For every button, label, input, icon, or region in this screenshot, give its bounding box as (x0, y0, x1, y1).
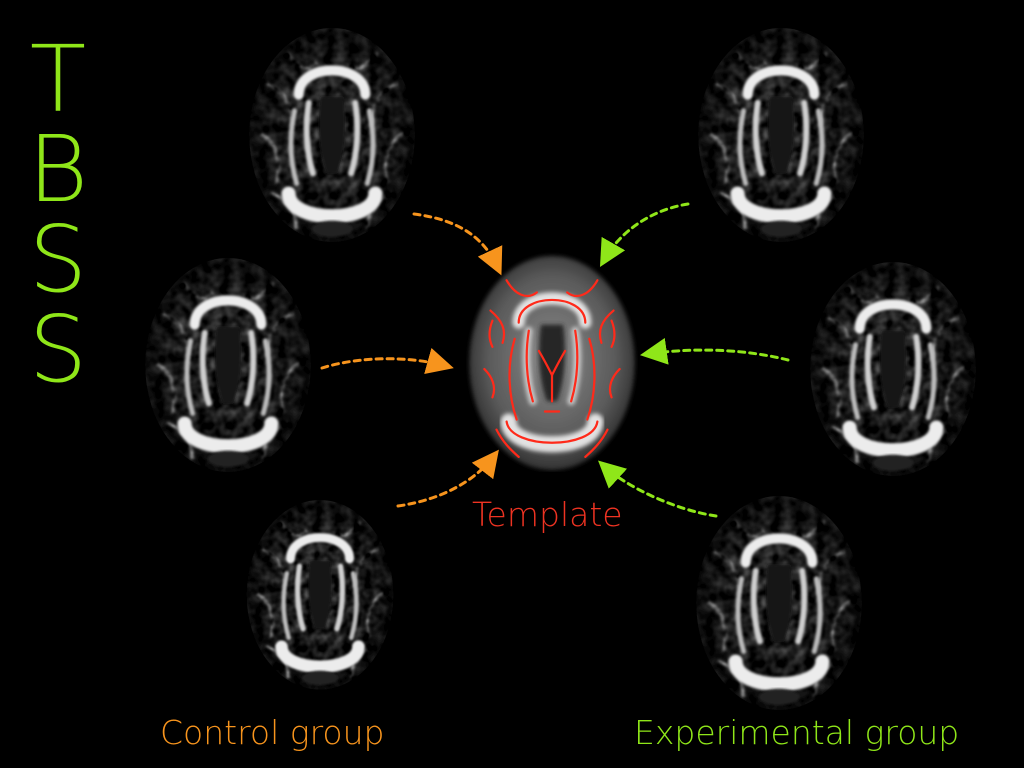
title-letter-t: T (29, 26, 87, 133)
experimental-group-label: Experimental group (634, 713, 960, 752)
control-arrow-3 (396, 449, 499, 508)
control-group-label: Control group (160, 713, 385, 752)
experimental-arrow-1 (599, 202, 690, 268)
title-letter-b: B (27, 116, 89, 223)
experimental-arrow-3 (598, 460, 718, 518)
title-letter-s1: S (28, 206, 88, 313)
template-label: Template (472, 495, 623, 534)
title-letter-s2: S (28, 296, 88, 403)
experimental-arrow-2 (639, 337, 790, 365)
control-arrow-2 (320, 347, 454, 374)
control-arrow-1 (412, 212, 503, 276)
